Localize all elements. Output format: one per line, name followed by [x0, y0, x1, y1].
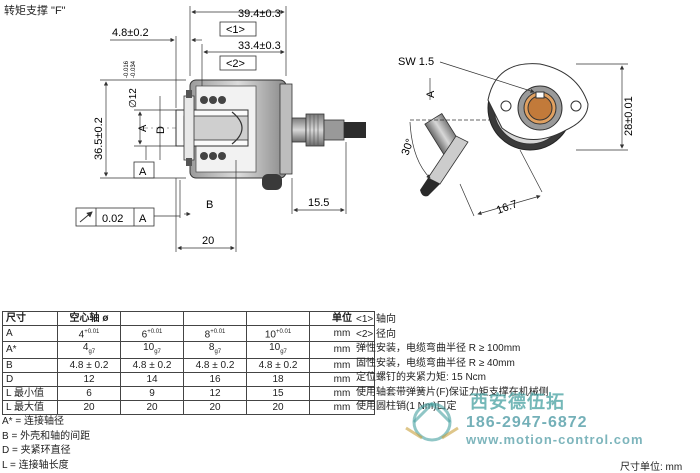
- dim-b: B: [206, 199, 213, 211]
- table-row: D 12 14 16 18 mm: [3, 373, 375, 387]
- dim-15-5: 15.5: [308, 197, 329, 209]
- tag-radial: <2>: [226, 58, 245, 70]
- note: 固性安装，电缆弯曲半径 R ≥ 40mm: [356, 357, 549, 372]
- table-row: A* 4g7 10g7 8g7 10g7 mm: [3, 342, 375, 359]
- dimension-table: 尺寸 空心轴 ø 单位 A 4+0.01 6+0.01 8+0.01 10+0.…: [2, 311, 375, 415]
- datum-a-label: A: [139, 166, 147, 178]
- dim-39-4: 39.4±0.3: [238, 8, 281, 20]
- table-row: L 最大值 20 20 20 20 mm: [3, 401, 375, 415]
- footnote: L = 连接轴长度: [2, 459, 90, 473]
- technical-drawing: 39.4±0.3 <1> 33.4±0.3 <2> 4.8±0.2 36.5±0…: [0, 0, 700, 300]
- note: 定位螺钉的夹紧力矩: 15 Ncm: [356, 371, 549, 386]
- dim-sw-1-5: SW 1.5: [398, 56, 434, 68]
- runout-arrow-icon: [80, 212, 92, 222]
- encoder-front-view: [420, 64, 588, 197]
- table-header: 尺寸: [3, 312, 58, 326]
- dim-28: 28±0.01: [623, 96, 635, 136]
- note: <2> 径向: [356, 328, 549, 343]
- dim-phi-12-tol-lower: -0.034: [131, 60, 137, 78]
- table-row: L 最小值 6 9 12 15 mm: [3, 387, 375, 401]
- tolerance-ref: A: [139, 213, 147, 225]
- dim-a-left: A: [137, 124, 149, 132]
- dim-phi-12-tol-upper: -0.016: [124, 60, 130, 78]
- unit-footer: 尺寸单位: mm: [620, 458, 682, 473]
- table-header: [121, 312, 184, 326]
- table-header: 空心轴 ø: [58, 312, 121, 326]
- dim-33-4: 33.4±0.3: [238, 40, 281, 52]
- tolerance-value: 0.02: [102, 213, 123, 225]
- dim-4-8: 4.8±0.2: [112, 27, 149, 39]
- dim-phi-12: ∅12: [128, 88, 139, 108]
- dim-36-5: 36.5±0.2: [93, 117, 105, 160]
- tag-axial: <1>: [226, 24, 245, 36]
- encoder-side-view: [140, 80, 366, 190]
- watermark-phone: 186-2947-6872: [466, 414, 588, 432]
- footnotes: A* = 连接轴径 B = 外壳和轴的间距 D = 夹紧环直径 L = 连接轴长…: [2, 415, 90, 473]
- dim-a-right: A: [425, 90, 437, 98]
- dim-16-7: 16.7: [495, 198, 519, 217]
- table-row: A 4+0.01 6+0.01 8+0.01 10+0.01 mm: [3, 326, 375, 342]
- watermark-name: 西安德伍拓: [470, 388, 565, 414]
- table-header: [184, 312, 247, 326]
- table-row: B 4.8 ± 0.2 4.8 ± 0.2 4.8 ± 0.2 4.8 ± 0.…: [3, 359, 375, 373]
- watermark-logo-icon: [392, 392, 472, 442]
- note: 弹性安装，电缆弯曲半径 R ≥ 100mm: [356, 342, 549, 357]
- footnote: B = 外壳和轴的间距: [2, 430, 90, 445]
- footnote: D = 夹紧环直径: [2, 444, 90, 459]
- table-header: [247, 312, 310, 326]
- dim-20: 20: [202, 235, 214, 247]
- dim-30-deg: 30°: [400, 137, 417, 157]
- dim-d: D: [155, 126, 167, 134]
- footnote: A* = 连接轴径: [2, 415, 90, 430]
- watermark-url: www.motion-control.com: [466, 432, 644, 447]
- note: <1> 轴向: [356, 313, 549, 328]
